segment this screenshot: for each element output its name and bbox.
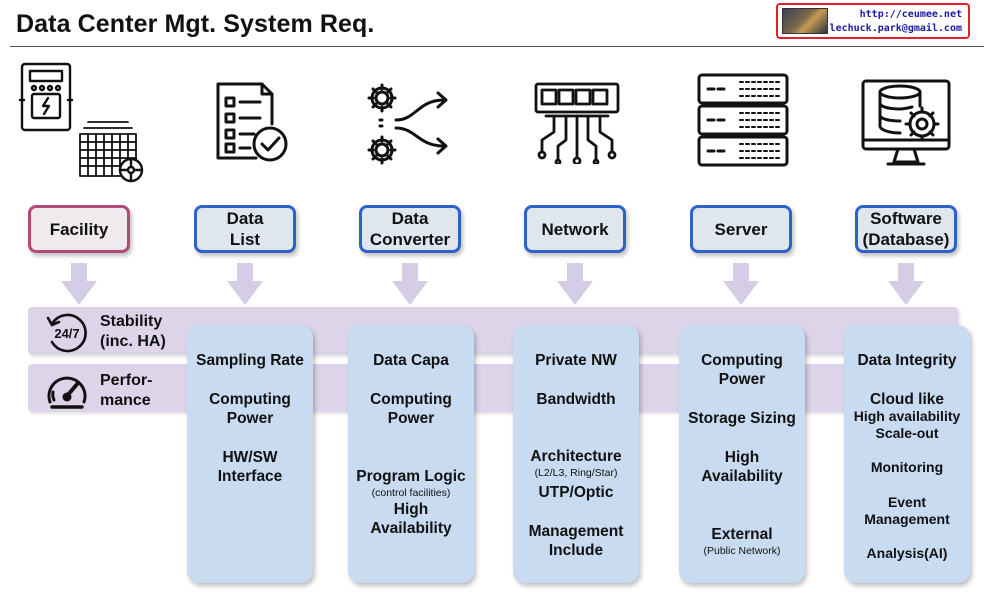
card-item-with-note: Program Logic (control facilities) [348, 448, 474, 519]
card-item: Analysis(AI) [866, 545, 948, 561]
card-item-with-note: External (Public Network) [679, 506, 805, 577]
category-label-software: Software (Database) [855, 205, 957, 253]
author-photo [782, 8, 828, 34]
database-monitor-icon [860, 78, 952, 170]
stability-band [28, 307, 958, 355]
card-item: Monitoring [870, 459, 944, 475]
card-item: Sampling Rate [196, 352, 304, 369]
card-item-with-note: Architecture (L2/L3, Ring/Star) [513, 428, 639, 499]
performance-label: Perfor- mance [100, 372, 153, 409]
card-item-note: (Public Network) [703, 545, 781, 557]
24-7-icon: 24/7 [44, 310, 90, 359]
checklist-icon [212, 80, 292, 165]
card-item-note: (L2/L3, Ring/Star) [534, 467, 618, 479]
page-title: Data Center Mgt. System Req. [16, 10, 375, 38]
contact-url[interactable]: http://ceumee.net [859, 9, 962, 20]
down-arrow [392, 263, 428, 305]
server-card: Computing Power Storage Sizing High Avai… [679, 325, 805, 583]
card-item: Computing Power [209, 391, 291, 427]
card-item: Management Include [528, 523, 624, 559]
speedometer-icon [44, 370, 90, 415]
category-label-server: Server [690, 205, 792, 253]
category-label-facility: Facility [28, 205, 130, 253]
card-item: Private NW [535, 352, 617, 369]
facility-icon [18, 62, 148, 187]
card-item-note: (control facilities) [371, 487, 451, 499]
performance-band [28, 364, 958, 412]
card-item: High availability Scale-out [853, 408, 961, 441]
card-item: Event Management [864, 494, 950, 527]
down-arrow [723, 263, 759, 305]
card-item: High Availability [370, 501, 452, 537]
card-item-text: Program Logic [356, 468, 466, 485]
card-item-text: Architecture [530, 448, 622, 465]
down-arrow [227, 263, 263, 305]
data-list-card: Sampling Rate Computing Power HW/SW Inte… [187, 325, 313, 583]
card-item: Bandwidth [536, 391, 616, 408]
network-card: Private NW Bandwidth Architecture (L2/L3… [513, 325, 639, 583]
contact-email[interactable]: lechuck.park@gmail.com [829, 23, 962, 34]
category-label-data-converter: Data Converter [359, 205, 461, 253]
converter-icon [366, 82, 458, 166]
card-item: Data Capa [373, 352, 449, 369]
server-rack-icon [696, 72, 792, 168]
card-item: Data Integrity [857, 352, 957, 369]
card-item: High Availability [701, 449, 783, 485]
card-item: Computing Power [370, 391, 452, 427]
down-arrow [61, 263, 97, 305]
stability-label: Stability (inc. HA) [100, 313, 166, 350]
category-label-data-list: Data List [194, 205, 296, 253]
down-arrow [557, 263, 593, 305]
category-label-network: Network [524, 205, 626, 253]
card-item-text: External [711, 526, 773, 543]
card-item: HW/SW Interface [217, 449, 283, 485]
contact-box: http://ceumee.net lechuck.park@gmail.com [776, 3, 970, 39]
software-card: Data Integrity Cloud like High availabil… [844, 325, 970, 583]
down-arrow [888, 263, 924, 305]
network-switch-icon [532, 80, 622, 164]
svg-text:24/7: 24/7 [54, 326, 79, 341]
title-divider [10, 46, 984, 47]
data-converter-card: Data Capa Computing Power Program Logic … [348, 325, 474, 583]
card-item: Computing Power [701, 352, 783, 388]
card-item: Cloud like [869, 391, 945, 408]
card-item: UTP/Optic [538, 484, 614, 501]
card-item: Storage Sizing [688, 410, 796, 427]
